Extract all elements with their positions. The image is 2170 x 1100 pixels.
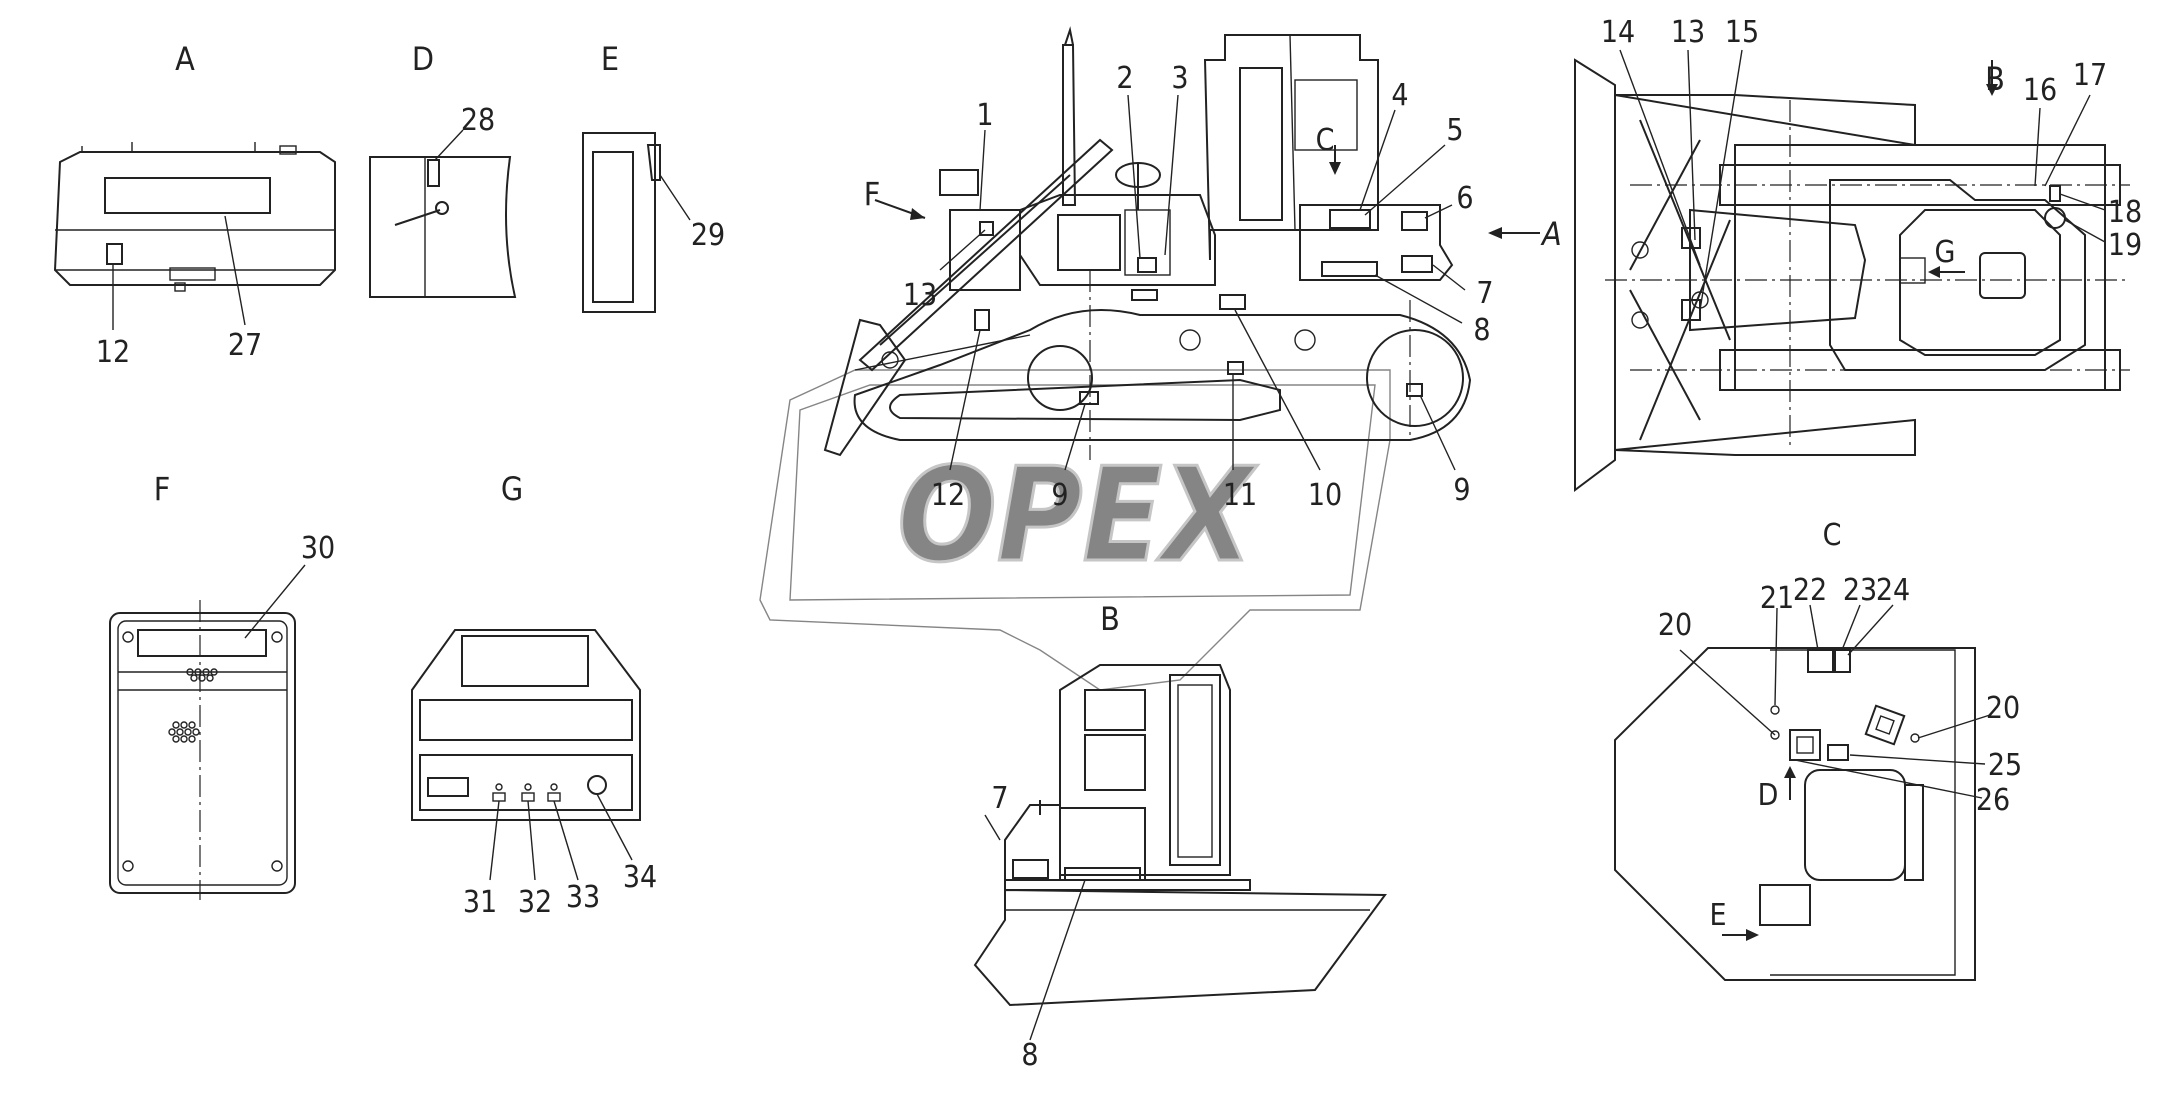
label-main-9-right: 9	[1453, 473, 1470, 508]
label-g-34: 34	[623, 860, 657, 895]
view-a-title: A	[175, 40, 195, 78]
label-top-18: 18	[2108, 195, 2142, 230]
label-d-28: 28	[461, 103, 495, 138]
label-c-22: 22	[1793, 573, 1827, 608]
view-a: A 12 27	[53, 40, 336, 370]
label-a-27: 27	[228, 328, 262, 363]
view-b-title: B	[1100, 600, 1120, 638]
view-e-title: E	[601, 40, 619, 78]
watermark-logo: OPEX	[759, 369, 1391, 691]
view-e: E 29	[582, 40, 725, 313]
label-c-20-right: 20	[1986, 691, 2020, 726]
label-g-32: 32	[518, 885, 552, 920]
label-a-12: 12	[96, 335, 130, 370]
label-main-8: 8	[1473, 313, 1490, 348]
label-main-5: 5	[1446, 113, 1463, 148]
arrow-g-label: G	[1935, 235, 1956, 270]
label-main-10: 10	[1308, 478, 1342, 513]
view-b-front: B 7 8	[973, 600, 1387, 1073]
label-b-7: 7	[991, 781, 1008, 816]
view-c: C D E 20 20 21 22 23 24 25	[1614, 518, 2022, 981]
label-top-15: 15	[1725, 15, 1759, 50]
view-d: D 28	[369, 40, 517, 298]
arrow-f-label: F	[864, 175, 881, 213]
arrow-d-label: D	[1758, 778, 1779, 813]
arrow-e-label: E	[1709, 898, 1726, 933]
label-main-3: 3	[1171, 61, 1188, 96]
label-c-20-left: 20	[1658, 608, 1692, 643]
label-c-24: 24	[1876, 573, 1910, 608]
label-main-7: 7	[1476, 276, 1493, 311]
label-main-13: 13	[903, 278, 937, 313]
speaker-grille-top	[186, 668, 218, 682]
watermark-text: OPEX	[897, 439, 1258, 591]
label-g-31: 31	[463, 885, 497, 920]
label-g-33: 33	[566, 880, 600, 915]
label-top-17: 17	[2073, 58, 2107, 93]
label-main-6: 6	[1456, 181, 1473, 216]
view-g-title: G	[501, 470, 523, 508]
top-view: B G 14 13 15 16 17 18 19	[1574, 15, 2142, 492]
view-f-title: F	[154, 470, 171, 508]
label-c-21: 21	[1760, 581, 1794, 616]
arrow-c-label: C	[1316, 123, 1335, 158]
view-f: F 30	[109, 470, 335, 900]
view-g: G 31 32 33 34	[411, 470, 657, 920]
label-top-19: 19	[2108, 228, 2142, 263]
label-top-14: 14	[1601, 15, 1635, 50]
label-main-11: 11	[1223, 478, 1257, 513]
main-side-view: F A C 1 2 3 4 5 6 7 8 10 11 9 9 12 13	[823, 26, 1562, 513]
label-e-29: 29	[691, 218, 725, 253]
speaker-grille-center	[168, 721, 200, 743]
label-top-16: 16	[2023, 73, 2057, 108]
label-main-2: 2	[1116, 61, 1133, 96]
label-main-4: 4	[1391, 78, 1408, 113]
label-main-12: 12	[931, 478, 965, 513]
label-c-25: 25	[1988, 748, 2022, 783]
label-top-13: 13	[1671, 15, 1705, 50]
label-main-1: 1	[976, 98, 993, 133]
label-f-30: 30	[301, 531, 335, 566]
label-main-9-left: 9	[1051, 478, 1068, 513]
label-c-26: 26	[1976, 783, 2010, 818]
view-c-title: C	[1823, 518, 1842, 553]
label-b-8: 8	[1021, 1038, 1038, 1073]
arrow-b-label: B	[1985, 60, 2005, 98]
label-c-23: 23	[1843, 573, 1877, 608]
view-d-title: D	[412, 40, 434, 78]
arrow-a-label: A	[1540, 215, 1562, 253]
